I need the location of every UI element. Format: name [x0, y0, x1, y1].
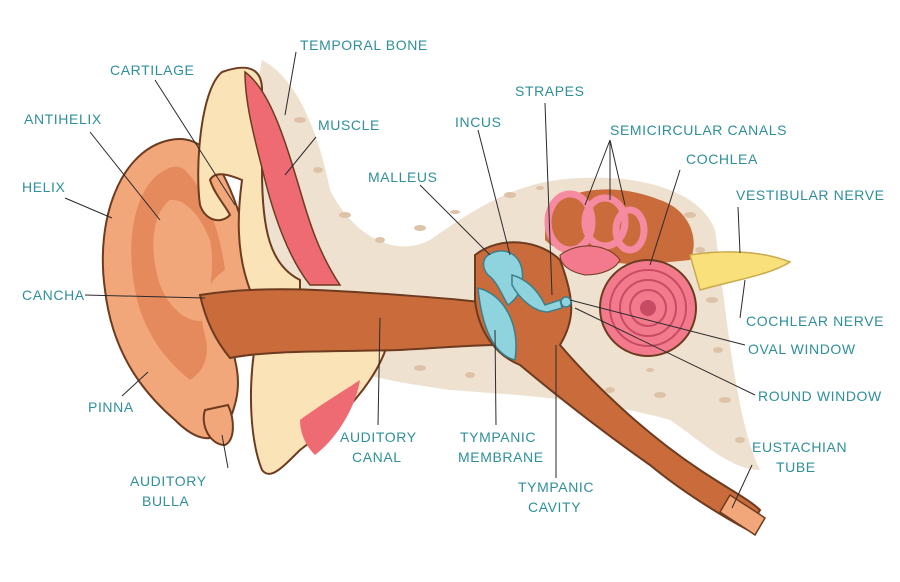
label-tympanic-membrane-line1: TYMPANIC: [460, 429, 536, 445]
label-semicircular-canals: SEMICIRCULAR CANALS: [610, 122, 787, 138]
labels: TEMPORAL BONE CARTILAGE ANTIHELIX MUSCLE…: [22, 37, 885, 515]
vestibular-nerve-shape: [689, 251, 792, 291]
label-tympanic-cavity-line1: TYMPANIC: [518, 479, 594, 495]
label-oval-window: OVAL WINDOW: [748, 341, 856, 357]
label-tympanic-cavity-line2: CAVITY: [528, 499, 581, 515]
label-auditory-bulla-line1: AUDITORY: [130, 473, 207, 489]
label-tympanic-membrane-line2: MEMBRANE: [458, 449, 544, 465]
label-cartilage: CARTILAGE: [110, 62, 195, 78]
muscle: [244, 70, 342, 286]
label-temporal-bone: TEMPORAL BONE: [300, 37, 428, 53]
label-round-window: ROUND WINDOW: [758, 388, 882, 404]
label-cochlear-nerve: COCHLEAR NERVE: [746, 313, 884, 329]
middle-ear: [474, 241, 766, 537]
label-eustachian-tube-line1: EUSTACHIAN: [752, 439, 847, 455]
ossicles: [482, 250, 572, 313]
label-auditory-canal-line2: CANAL: [352, 449, 402, 465]
label-vestibular-nerve: VESTIBULAR NERVE: [736, 187, 885, 203]
label-muscle: MUSCLE: [318, 117, 380, 133]
label-pinna: PINNA: [88, 399, 134, 415]
leader-lines: [64, 51, 756, 509]
label-auditory-canal-line1: AUDITORY: [340, 429, 417, 445]
auditory-canal: [198, 288, 501, 360]
label-malleus: MALLEUS: [368, 169, 438, 185]
label-auditory-bulla-line2: BULLA: [142, 493, 189, 509]
label-antihelix: ANTIHELIX: [24, 111, 102, 127]
tympanic-membrane: [477, 287, 517, 361]
label-cancha: CANCHA: [22, 287, 85, 303]
cochlea: [599, 259, 697, 357]
label-incus: INCUS: [455, 114, 502, 130]
label-eustachian-tube-line2: TUBE: [776, 459, 816, 475]
label-helix: HELIX: [22, 179, 66, 195]
cartilage: [197, 66, 301, 291]
label-cochlea: COCHLEA: [686, 151, 758, 167]
label-strapes: STRAPES: [515, 83, 585, 99]
